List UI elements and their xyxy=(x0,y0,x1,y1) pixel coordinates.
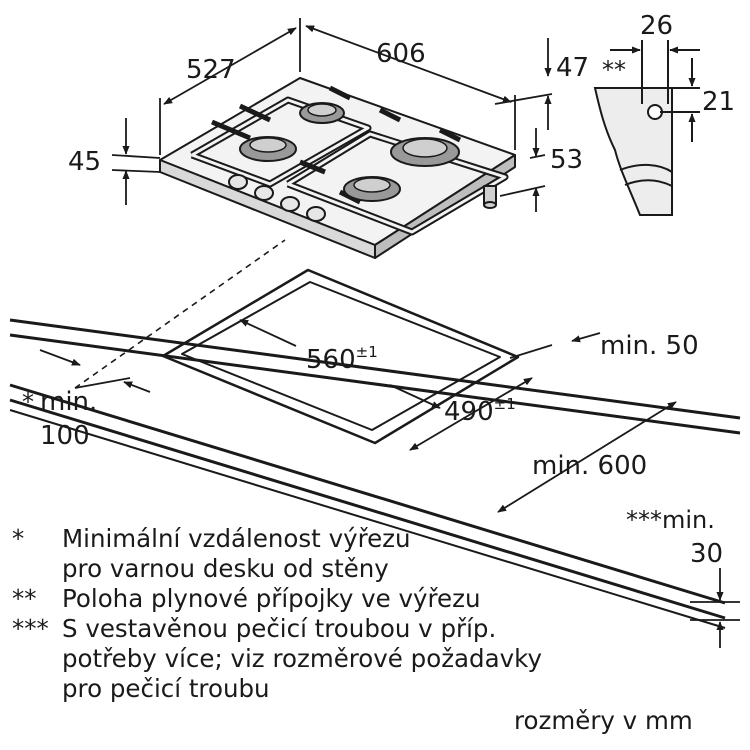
burner-rear-left xyxy=(299,102,345,124)
footnotes: * Minimální vzdálenost výřezu pro varnou… xyxy=(12,524,712,704)
knob-3 xyxy=(280,196,300,212)
bracket-detail xyxy=(593,40,700,216)
cutout-inner xyxy=(181,281,501,431)
worktop-front-bottom xyxy=(9,398,726,620)
burner-front-left xyxy=(239,136,297,162)
dim-cutout-width-tol: ±1 xyxy=(356,343,378,361)
gas-connection-point xyxy=(647,104,663,120)
projection-lines xyxy=(74,239,286,389)
dim-side-height-label: 53 xyxy=(550,145,583,175)
footnote-3-line-3: pro pečicí troubu xyxy=(62,674,270,703)
hob-dimension-lines xyxy=(111,18,553,212)
gas-connector xyxy=(483,185,497,209)
dim-wall-clearance-line2: 100 xyxy=(40,421,90,451)
hob xyxy=(159,77,516,259)
dimension-labels: 527 606 47 ** 26 21 45 53 560±1 490±1 mi… xyxy=(22,11,735,569)
dim-cutout-width-label: 560±1 xyxy=(306,343,378,375)
dim-rear-clearance-label: min. 50 xyxy=(600,331,699,361)
cutout-dimension-lines xyxy=(39,319,740,648)
footnote-1: * Minimální vzdálenost výřezu pro varnou… xyxy=(12,524,712,584)
dim-wall-clearance-marker: * xyxy=(22,388,34,416)
dim-oven-clearance-line1: ***min. xyxy=(626,506,715,534)
burner-rear-right xyxy=(390,137,460,167)
dim-wall-clearance-line1: min. xyxy=(40,387,97,417)
cutout-outer xyxy=(161,268,520,445)
dim-cutout-depth-tol: ±1 xyxy=(494,395,516,413)
footnote-3: *** S vestavěnou pečicí troubou v příp. … xyxy=(12,614,712,704)
dim-bracket-width-label: 26 xyxy=(640,11,673,41)
footnote-2: ** Poloha plynové přípojky ve výřezu xyxy=(12,584,712,614)
dim-oven-clearance-line2: 30 xyxy=(690,539,723,569)
dim-gas-marker: ** xyxy=(602,56,626,84)
burner-front-right xyxy=(343,176,401,202)
knob-1 xyxy=(228,174,248,190)
worktop-front-top xyxy=(9,383,726,605)
pan-supports-inner xyxy=(191,98,507,234)
dim-cutout-depth-label: 490±1 xyxy=(444,395,516,427)
cutout xyxy=(161,268,520,445)
footnote-1-mark: * xyxy=(12,524,25,553)
dim-gas-label: 47 xyxy=(556,53,589,83)
footnote-1-line-1: Minimální vzdálenost výřezu xyxy=(62,524,411,553)
knob-4 xyxy=(306,206,326,222)
dim-hob-height-label: 45 xyxy=(68,147,101,177)
dim-depth-label: 527 xyxy=(186,55,236,85)
footnote-1-line-2: pro varnou desku od stěny xyxy=(62,554,389,583)
dim-cutout-width-value: 560 xyxy=(306,345,356,375)
control-knobs xyxy=(228,174,326,222)
dim-worktop-depth-label: min. 600 xyxy=(532,451,647,481)
footnote-3-line-1: S vestavěnou pečicí troubou v příp. xyxy=(62,614,497,643)
dim-width-label: 606 xyxy=(376,39,426,69)
dim-cutout-depth-value: 490 xyxy=(444,397,494,427)
footnote-2-mark: ** xyxy=(12,584,37,613)
footnote-2-line-1: Poloha plynové přípojky ve výřezu xyxy=(62,584,481,613)
footnote-3-line-2: potřeby více; viz rozměrové požadavky xyxy=(62,644,542,673)
dim-bracket-height-label: 21 xyxy=(702,87,735,117)
footnote-3-mark: *** xyxy=(12,614,49,643)
units-note: rozměry v mm xyxy=(514,706,693,735)
knob-2 xyxy=(254,185,274,201)
